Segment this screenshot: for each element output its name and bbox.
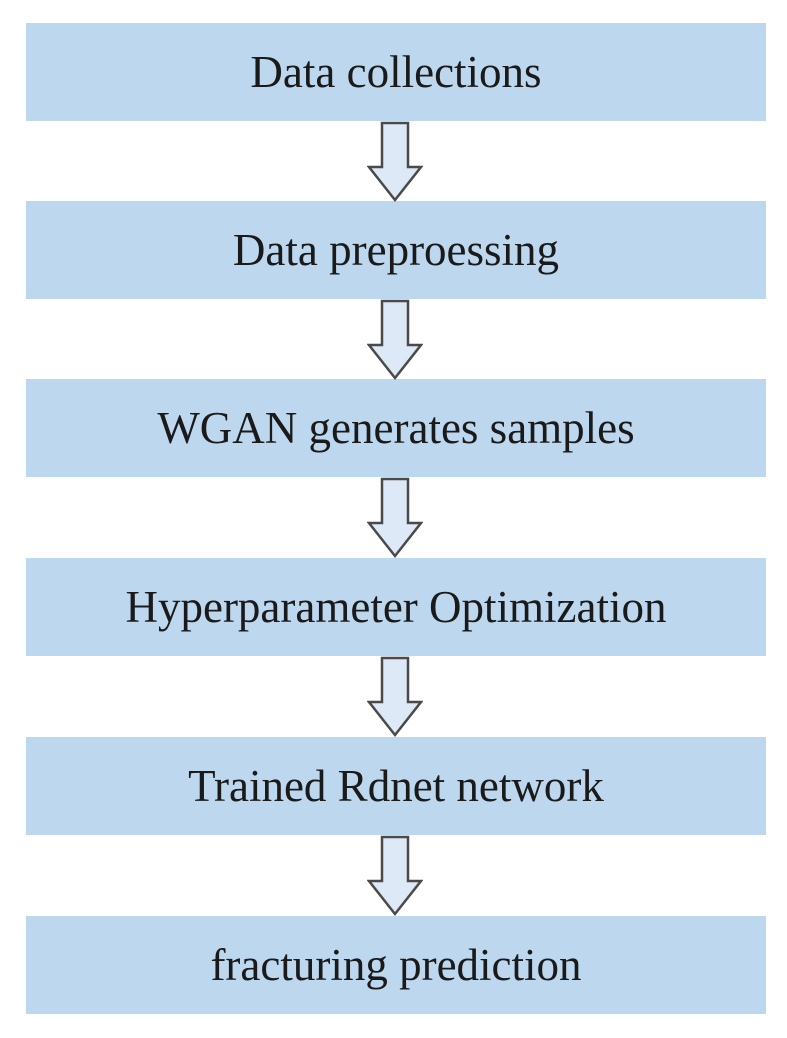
down-arrow-icon [367,477,423,559]
down-arrow-icon [367,835,423,917]
down-arrow-icon [367,121,423,203]
step-label: Data preproessing [232,224,560,275]
step-box-fracturing-prediction: fracturing prediction [26,916,766,1014]
down-arrow-icon [367,299,423,381]
step-box-trained-rdnet-network: Trained Rdnet network [26,737,766,835]
step-label: fracturing prediction [210,939,582,990]
step-label: Hyperparameter Optimization [125,581,667,632]
step-box-data-preprocessing: Data preproessing [26,201,766,299]
step-box-hyperparameter-optimization: Hyperparameter Optimization [26,558,766,656]
down-arrow-icon [367,656,423,738]
step-label: WGAN generates samples [157,402,635,453]
step-label: Trained Rdnet network [188,760,604,811]
step-box-data-collections: Data collections [26,23,766,121]
step-label: Data collections [250,46,542,97]
step-box-wgan-generates-samples: WGAN generates samples [26,379,766,477]
